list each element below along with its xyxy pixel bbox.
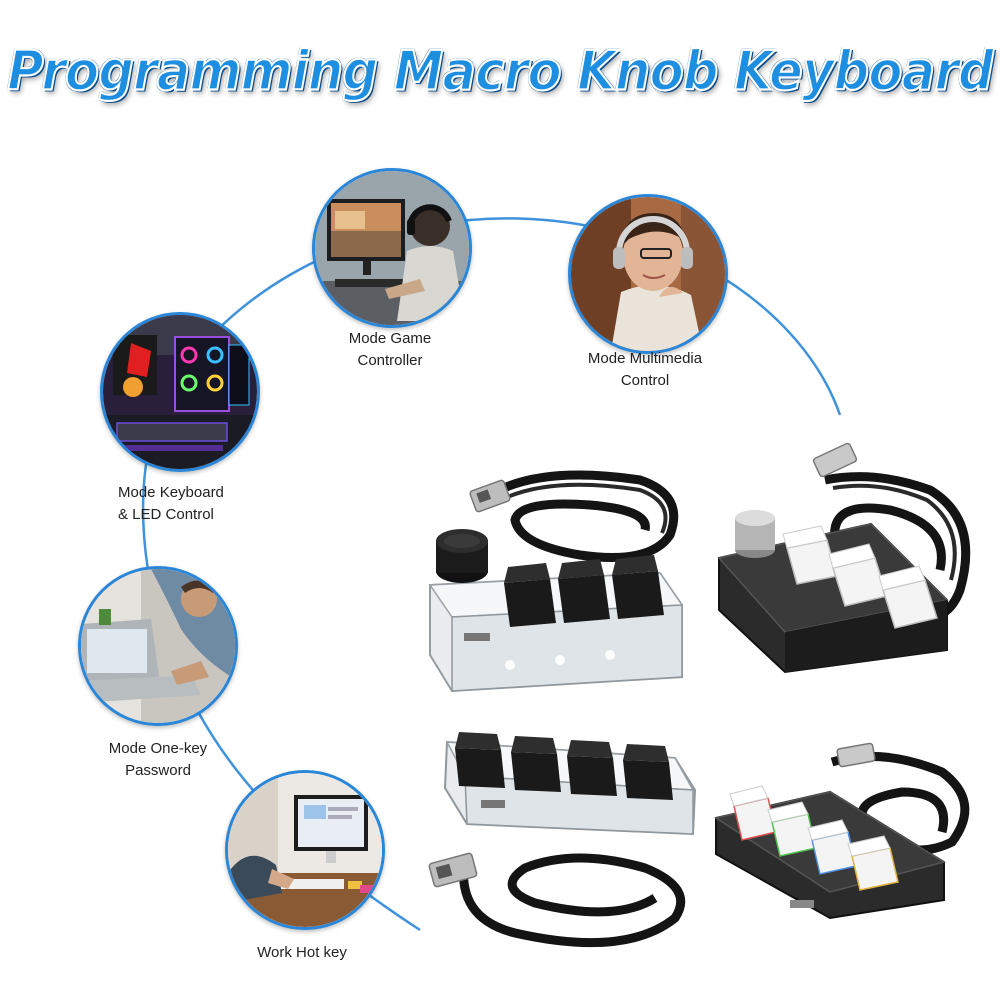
product-4-key-transparent-black [425, 718, 700, 973]
mode-label-keyboard-led-control: Mode Keyboard & LED Control [118, 484, 224, 523]
product-knob-3-key-transparent [420, 455, 690, 695]
mode-label-work-hot-key: Work Hot key [257, 944, 347, 961]
mode-multimedia-control-photo [568, 194, 728, 354]
mode-label-multimedia-control: Mode Multimedia Control [587, 350, 703, 389]
mode-keyboard-led-control-photo [100, 312, 260, 472]
mode-one-key-password-photo [78, 566, 238, 726]
product-4-key-black-white-rgb [712, 742, 982, 920]
page-title: Programming Macro Knob Keyboard [6, 39, 995, 104]
mode-game-controller-photo [312, 168, 472, 328]
mode-work-hot-key-photo [225, 770, 385, 930]
mode-label-game-controller: Mode Game Controller [348, 330, 432, 369]
product-knob-2-key-black-white [715, 440, 980, 675]
mode-label-one-key-password: Mode One-key Password [108, 740, 208, 779]
